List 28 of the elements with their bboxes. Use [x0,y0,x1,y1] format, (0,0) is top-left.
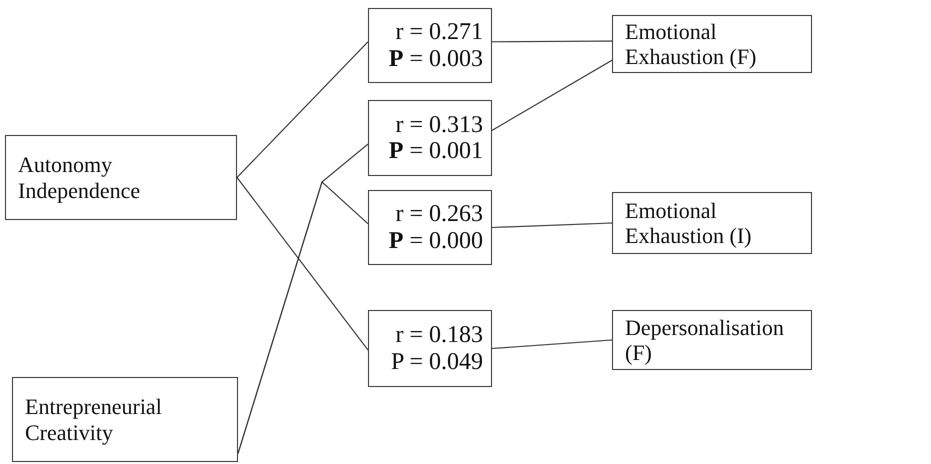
box-text: Emotional Exhaustion (I) [625,198,752,248]
box-text: r = 0.271 [395,19,483,46]
box-text: Depersonalisation (F) [625,314,785,366]
variable-box [5,135,237,220]
statistics-box [368,310,492,387]
box-text: Entrepreneurial Creativity [25,394,163,445]
connector-line [492,222,612,228]
box-text: P = 0.000 [388,228,483,254]
statistics-box [368,100,492,176]
box-text: P = 0.003 [388,46,483,72]
connector-line [492,60,612,131]
connector-line [492,339,612,350]
variable-box [612,192,812,254]
statistics-box [368,8,492,83]
connector-line [492,40,612,42]
variable-box [612,15,812,73]
variable-box [612,310,812,370]
box-text: r = 0.183 [395,322,483,348]
statistics-box [368,190,492,265]
connector-line [236,41,368,178]
connector-line [236,177,368,350]
box-text: P = 0.001 [388,138,483,164]
box-text: r = 0.313 [395,112,483,138]
variable-box [12,377,238,462]
box-text: P = 0.049 [391,348,483,375]
box-text: r = 0.263 [395,201,483,228]
box-text: Autonomy Independence [18,152,142,203]
box-text: Emotional Exhaustion (F) [625,18,758,70]
